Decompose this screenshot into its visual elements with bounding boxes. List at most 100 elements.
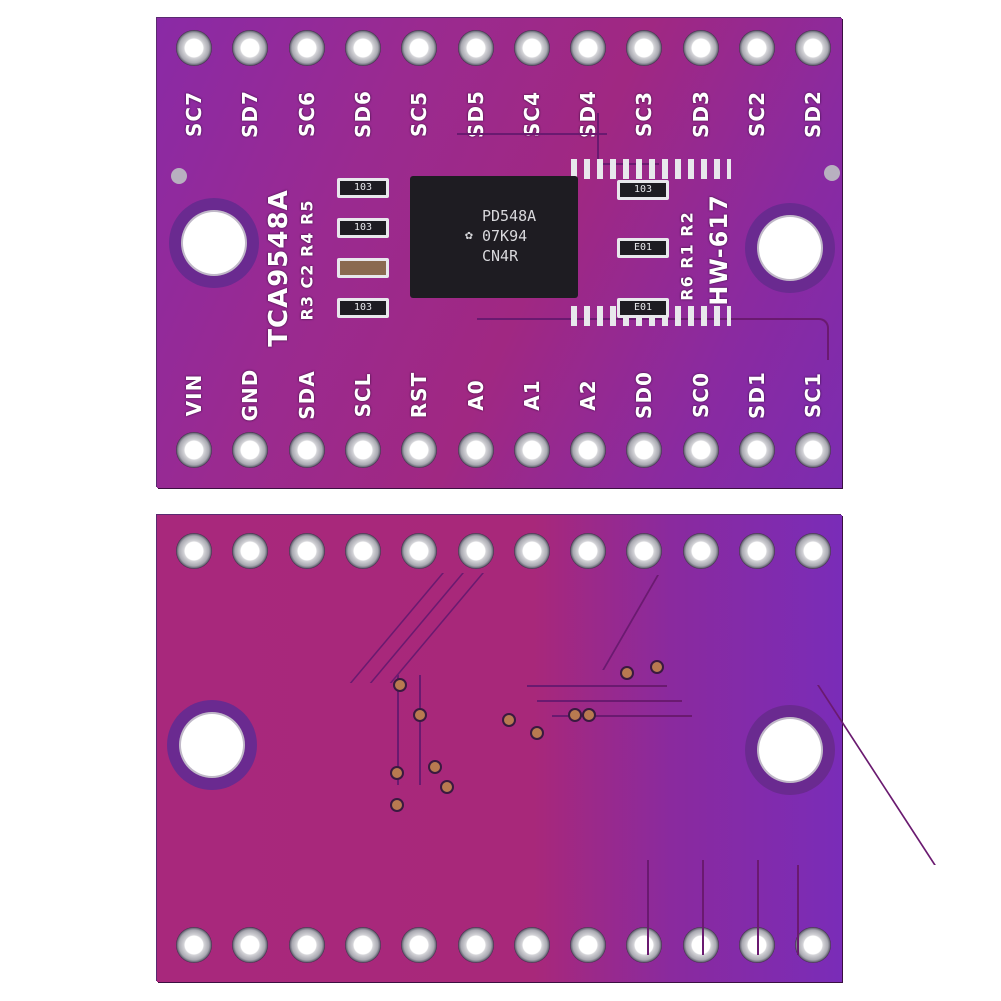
header-pad: [401, 533, 438, 569]
header-pad: [344, 927, 381, 963]
header-pad: [176, 432, 212, 468]
header-pad: [739, 432, 775, 468]
header-pad: [626, 432, 663, 468]
right-ref-labels: R6 R1 R2: [677, 211, 697, 301]
via: [390, 798, 404, 812]
pin-label-sc2: SC2: [745, 91, 769, 137]
header-pad: [513, 432, 550, 468]
via: [620, 666, 634, 680]
header-pad: [626, 533, 663, 569]
model-name-label: HW-617: [705, 194, 733, 306]
pin-label-a2: A2: [576, 379, 601, 411]
header-pad: [288, 927, 325, 963]
header-pad: [739, 533, 775, 569]
pin-label-sc5: SC5: [407, 91, 432, 137]
pin-label-sc6: SC6: [294, 91, 319, 137]
pin-label-sda: SDA: [294, 370, 319, 420]
header-pad: [288, 432, 325, 468]
header-pad: [739, 30, 775, 66]
header-pad: [457, 533, 494, 569]
resistor-r1: E01: [617, 238, 669, 258]
ti-logo-icon: ✿: [465, 228, 473, 243]
header-pad: [288, 533, 325, 569]
left-ref-labels: R3 C2 R4 R5: [297, 199, 317, 321]
header-pad: [401, 30, 438, 66]
header-pad: [401, 927, 438, 963]
pin-label-sc4: SC4: [519, 91, 544, 137]
via: [650, 660, 664, 674]
header-pad: [682, 30, 719, 66]
pin-label-scl: SCL: [350, 372, 375, 418]
capacitor-c2: [337, 258, 389, 278]
pin-label-a1: A1: [519, 379, 544, 411]
header-pad: [682, 533, 719, 569]
chip-marking-line-2: 07K94: [482, 227, 528, 245]
pin-label-sd1: SD1: [745, 371, 769, 419]
header-pad: [626, 927, 663, 963]
resistor-r6: E01: [617, 298, 669, 318]
header-pad: [570, 432, 607, 468]
header-pad: [570, 30, 607, 66]
pin-label-sd0: SD0: [632, 371, 657, 419]
trace: [757, 860, 759, 955]
mounting-hole-left: [183, 212, 245, 274]
header-pad: [457, 927, 494, 963]
fiducial-right: [824, 165, 840, 181]
pin-label-rst: RST: [407, 371, 432, 419]
chip-marking-line-3: CN4R: [482, 247, 519, 265]
mounting-hole-right: [759, 719, 821, 781]
trace: [597, 113, 659, 165]
pin-label-sc0: SC0: [688, 372, 713, 418]
header-pad: [401, 432, 438, 468]
pin-label-sd5: SD5: [463, 90, 488, 138]
pin-label-gnd: GND: [238, 368, 263, 422]
via: [428, 760, 442, 774]
trace: [702, 860, 704, 955]
pin-label-sd6: SD6: [350, 90, 375, 138]
trace: [797, 865, 799, 955]
pin-label-sd2: SD2: [801, 90, 826, 138]
pin-label-a0: A0: [463, 379, 488, 411]
pin-label-vin: VIN: [182, 373, 206, 417]
trace: [667, 685, 936, 865]
pcb-back: [157, 515, 936, 982]
fiducial-left: [171, 168, 187, 184]
header-pad: [513, 533, 550, 569]
via: [530, 726, 544, 740]
header-pad: [570, 927, 607, 963]
trace: [552, 715, 692, 717]
trace: [527, 685, 667, 687]
pin-label-sc1: SC1: [801, 372, 826, 418]
resistor-r2: 103: [617, 180, 669, 200]
mounting-hole-right: [759, 217, 821, 279]
chip-pins-top: [571, 159, 731, 179]
header-pad: [288, 30, 325, 66]
part-name-label: TCA9548A: [264, 189, 294, 347]
via: [413, 708, 427, 722]
header-pad: [232, 432, 269, 468]
via: [502, 713, 516, 727]
pin-label-sc7: SC7: [182, 91, 206, 137]
trace: [419, 675, 421, 785]
via: [390, 766, 404, 780]
resistor-r4: 103: [337, 218, 389, 238]
header-pad: [626, 30, 663, 66]
via: [568, 708, 582, 722]
header-pad: [344, 432, 381, 468]
header-pad: [570, 533, 607, 569]
pin-label-sd3: SD3: [688, 90, 713, 138]
header-pad: [176, 927, 212, 963]
resistor-r5: 103: [337, 178, 389, 198]
resistor-r3: 103: [337, 298, 389, 318]
header-pad: [232, 533, 269, 569]
trace: [647, 860, 649, 955]
via: [393, 678, 407, 692]
header-pad: [795, 533, 832, 569]
header-pad: [513, 30, 550, 66]
header-pad: [457, 30, 494, 66]
header-pad: [795, 927, 832, 963]
header-pad: [795, 30, 832, 66]
header-pad: [232, 927, 269, 963]
pin-label-sd7: SD7: [238, 90, 263, 138]
